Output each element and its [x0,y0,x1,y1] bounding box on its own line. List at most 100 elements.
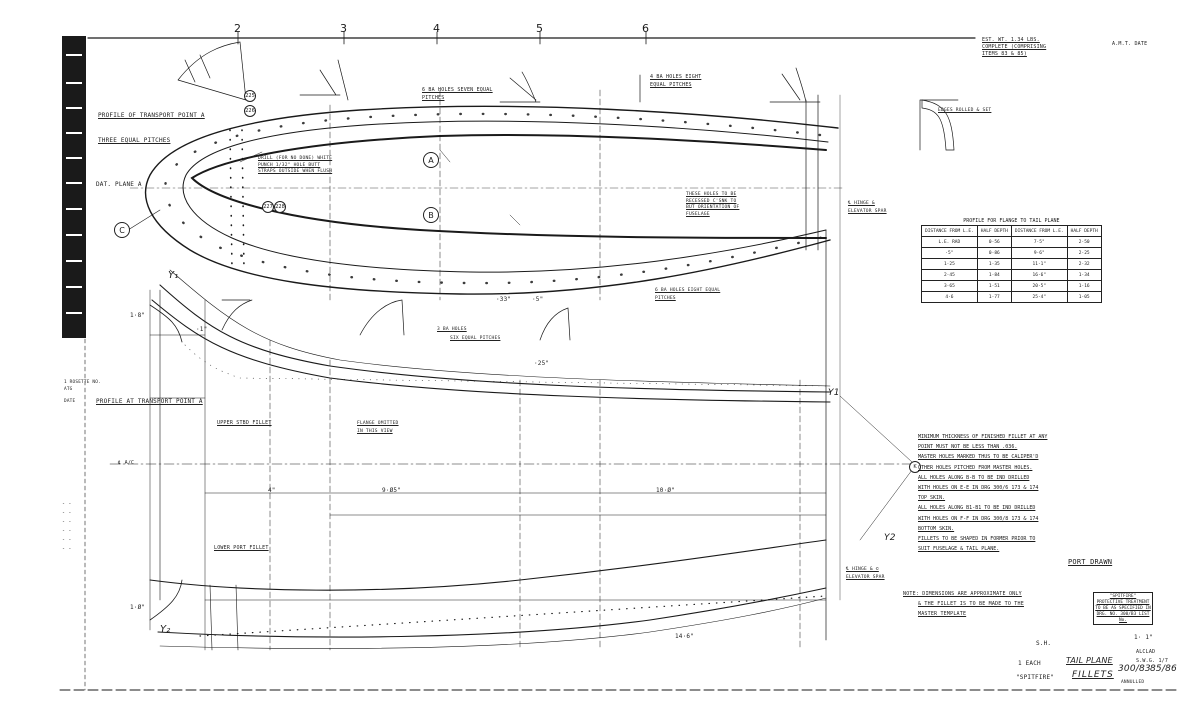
callout-k: K [909,461,921,473]
note-line: MASTER HOLES MARKED THUS TO BE CALIPER'D [918,454,1039,461]
label-drill-note: DRILL (FOR NO DONE) WHITE PUNCH 1/32" HO… [258,156,333,174]
label-four-ba-holes: 4 BA HOLES EIGHT EQUAL PITCHES [650,74,702,88]
label-rosette: 1 ROSETTE No. [64,380,101,385]
stamp-line: PROTECTIVE TREATMENT [1096,600,1150,605]
dim-25: ·25" [534,360,550,367]
construction-lines [109,94,911,651]
table-cell: L.E. RAD [921,236,978,248]
stamp-line: DRG. NO. 300/B3 LIST No. [1096,612,1150,623]
table-row: L.E. RAD 0·56 7·5" 2·50 [921,236,1102,248]
dim-10-0: 10·Ø" [656,487,676,494]
table-cell: 2·45 [921,269,978,281]
title-initials: S.H. [1036,640,1052,647]
note-line: FILLETS TO BE SHAPED IN FORMER PRIOR TO [918,536,1036,543]
zone-4: 4 [433,22,440,35]
table-cell: 16·6" [1010,269,1068,281]
table-cell: 4·6 [921,291,978,303]
table-row: 3·65 1·51 20·5" 1·16 [921,280,1102,292]
note-line: TOP SKIN. [918,495,946,502]
dim-9-05: 9·Ø5" [382,487,402,494]
margin-marks: - - - - - - - - - - - - [62,501,72,552]
table-header: DISTANCE FROM L.E. [921,225,978,237]
issue-box: A.M.T. DATE [1112,41,1148,47]
dim-14-6: 14·6" [675,633,695,640]
title-status: ANNULLED [1121,680,1145,685]
label-drill-holes-top: 6 BA HOLES SEVEN EQUAL PITCHES [422,87,493,101]
label-these-holes: THESE HOLES TO BE RECESSED C'SNK TO BUT … [686,192,740,217]
top-fillet-profile [127,89,846,301]
table-cell: 1·34 [1066,269,1102,281]
table-cell: 1·35 [976,258,1012,270]
title-scale: 1· 1" [1134,634,1154,641]
table-cell: 7·5" [1010,236,1068,248]
label-edges-rolled: EDGES ROLLED & SET [938,108,992,113]
table-row: 2·45 1·84 16·6" 1·34 [921,269,1102,281]
table-cell: 1·77 [976,291,1012,303]
bottom-note-2: & THE FILLET IS TO BE MADE TO THE [918,601,1024,607]
callout-c: C [114,222,130,238]
label-y2-right: Y2 [884,533,896,543]
zone-3: 3 [340,22,347,35]
dim-33: ·33" [496,296,512,303]
callout-226: 226 [244,105,256,117]
table-cell: 20·5" [1010,280,1068,292]
note-line: WITH HOLES ON E-E IN DRG 300/6 173 & 174 [918,485,1039,492]
table-cell: 2·32 [1066,258,1102,270]
section-details [177,41,959,341]
label-profile-transport-top: PROFILE OF TRANSPORT POINT A [98,112,205,119]
dim-4: 4" [268,487,276,494]
table-cell: 25·4" [1010,291,1068,303]
table-cell: ·5" [921,247,978,259]
note-line: POINT MUST NOT BE LESS THAN .036. [918,444,1018,451]
callout-227: 227 [262,201,274,213]
note-line: MINIMUM THICKNESS OF FINISHED FILLET AT … [918,434,1048,440]
table-cell: 3·65 [921,280,978,292]
callout-228: 228 [274,201,286,213]
note-line: SUIT FUSELAGE & TAIL PLANE. [918,546,1000,553]
note-line: BOTTOM SKIN. [918,525,955,532]
profile-table: PROFILE FOR FLANGE TO TAIL PLANE DISTANC… [921,218,1102,303]
table-header-row: DISTANCE FROM L.E. HALF DEPTH DISTANCE F… [921,225,1102,237]
dim-5: ·5" [532,296,544,303]
title-quantity: 1 EACH [1018,660,1041,667]
table-cell: 1·84 [976,269,1012,281]
table-cell: 1·05 [1066,291,1102,303]
table-cell: 1·16 [1066,280,1102,292]
stamp-line: "SPITFIRE" [1109,594,1137,599]
archive-edge-strip [62,36,86,338]
title-material: ALCLAD [1136,649,1156,655]
table-row: 1·25 1·35 11·1" 2·32 [921,258,1102,270]
title-part-name-2: FILLETS [1072,670,1114,680]
note-line: ALL HOLES ALONG B1-B1 TO BE IND DRILLED [918,505,1036,512]
title-gauge: S.W.G. 1/7 [1136,658,1169,664]
title-part-name-1: TAIL PLANE [1066,656,1113,665]
label-y1-top: Y₁ [168,270,179,281]
label-profile-transport-lower: PROFILE AT TRANSPORT POINT A [96,398,203,405]
label-three-ba-holes: 3 BA HOLES [437,327,467,332]
note-line: OTHER HOLES PITCHED FROM MASTER HOLES. [918,464,1033,471]
dim-1-8: 1·8" [130,312,146,319]
dim-1-0: 1·Ø" [130,604,146,611]
bottom-note-1: NOTE: DIMENSIONS ARE APPROXIMATE ONLY [903,591,1022,597]
label-three-equal-pitches: THREE EQUAL PITCHES [98,137,171,144]
table-row: 4·6 1·77 25·4" 1·05 [921,291,1102,303]
table-cell: 1·51 [976,280,1012,292]
label-date: DATE [64,399,76,404]
label-flange-omitted: FLANGE OMITTED IN THIS VIEW [357,421,399,434]
table-header: DISTANCE FROM L.E. [1010,225,1068,237]
note-line: ALL HOLES ALONG B-B TO BE IND DRILLED [918,474,1030,481]
label-lower-port-fillet: LOWER PORT FILLET [214,545,269,551]
title-drawing-no: 300/83 [1118,664,1151,674]
label-y1-mid: Y1 [828,388,840,398]
title-sheet-no: 85/86 [1150,664,1177,674]
note-line: WITH HOLES ON F-F IN DRG 300/8 173 & 174 [918,515,1039,522]
table-header: HALF DEPTH [1066,225,1102,237]
label-centreline: ℄ A/C [118,460,135,466]
port-drawn-label: PORT DRAWN [1068,558,1113,566]
table-cell: 0·56 [976,236,1012,248]
zone-6: 6 [642,22,649,35]
label-hinge-top: ℄ HINGE & ELEVATOR SPAR [848,201,887,214]
table-cell: 0·86 [976,247,1012,259]
